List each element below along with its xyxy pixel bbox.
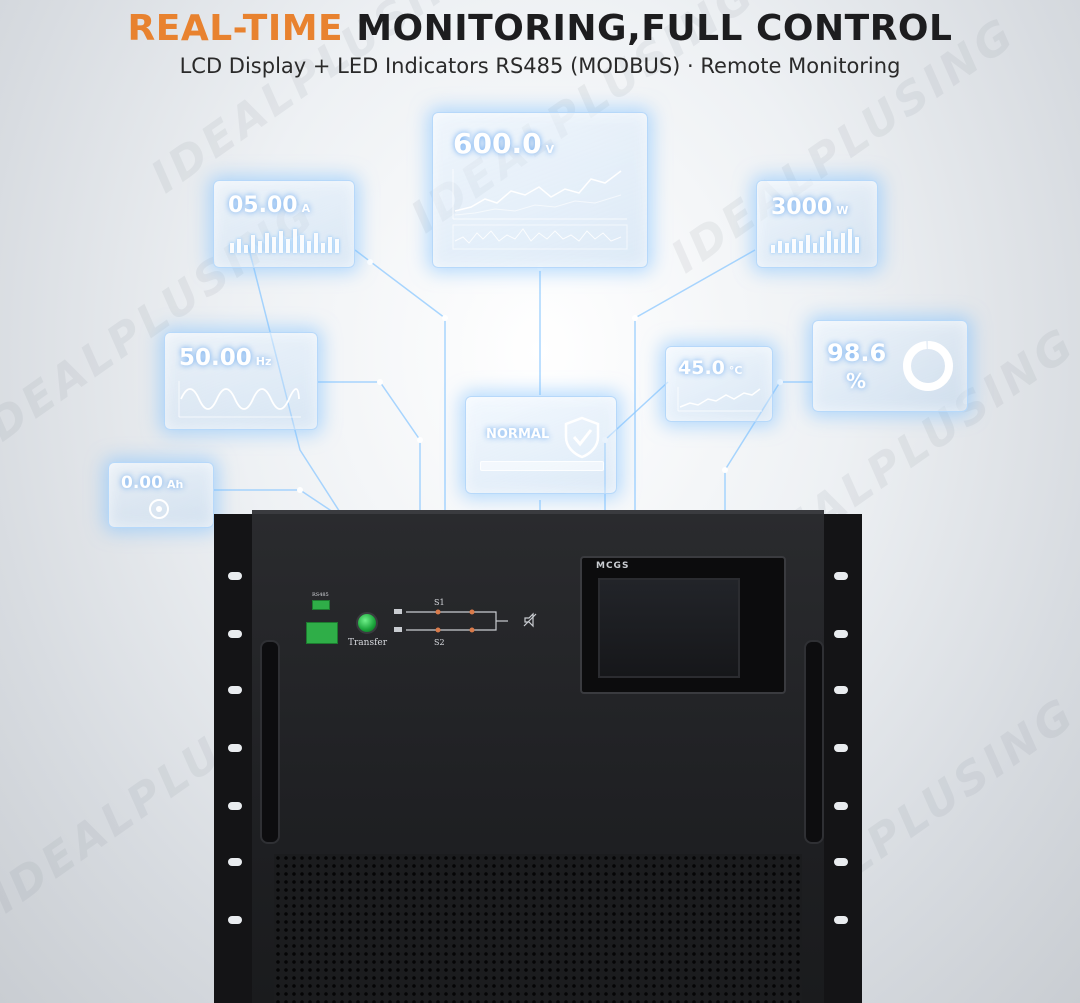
sine-wave-chart [178, 381, 301, 418]
mount-hole [228, 744, 242, 752]
power-unit: W [836, 204, 849, 217]
handle-right[interactable] [804, 640, 824, 844]
source1-label: S1 [434, 598, 445, 607]
hmi-display[interactable] [598, 578, 740, 678]
mount-hole [834, 802, 848, 810]
shield-check-icon [564, 416, 600, 459]
voltage-value: 600.0 [453, 127, 542, 160]
headline-rest: MONITORING,FULL CONTROL [343, 8, 953, 49]
temperature-panel: 45.0°C [665, 346, 773, 422]
voltage-unit: V [545, 143, 555, 156]
current-value: 05.00 [228, 193, 298, 218]
mount-hole [228, 572, 242, 580]
source2-label: S2 [434, 638, 445, 647]
transfer-button[interactable] [356, 612, 378, 634]
mount-hole [228, 630, 242, 638]
capacity-value: 0.00 [121, 473, 163, 493]
status-progress-bar [480, 461, 604, 471]
mute-icon[interactable] [522, 612, 538, 628]
efficiency-unit: % [845, 369, 867, 393]
mount-hole [834, 916, 848, 924]
rack-ear-left [214, 514, 256, 1003]
rs485-terminal[interactable] [312, 600, 330, 610]
hmi-touchscreen[interactable]: MCGS [580, 556, 786, 694]
efficiency-ring-fill [903, 341, 953, 391]
current-bar-graph [230, 227, 339, 253]
power-value: 3000 [771, 195, 833, 220]
mount-hole [834, 630, 848, 638]
frequency-unit: Hz [255, 355, 272, 368]
hmi-brand: MCGS [596, 561, 630, 571]
mount-hole [228, 686, 242, 694]
mount-hole [228, 858, 242, 866]
handle-left[interactable] [260, 640, 280, 844]
cabinet-front-panel: RS485 Transfer S1 S2 [252, 514, 824, 1003]
efficiency-ring-gauge [903, 341, 953, 391]
headline: REAL-TIME MONITORING,FULL CONTROL [0, 8, 1080, 49]
mount-hole [834, 572, 848, 580]
target-icon [149, 499, 169, 519]
status-label: NORMAL [486, 427, 550, 442]
capacity-unit: Ah [166, 478, 184, 491]
terminal-block[interactable] [306, 622, 338, 644]
power-bar-graph [771, 229, 859, 253]
mount-hole [228, 802, 242, 810]
transfer-label: Transfer [348, 638, 388, 648]
mount-hole [228, 916, 242, 924]
headline-accent: REAL-TIME [127, 8, 344, 49]
rack-ear-right [820, 514, 862, 1003]
frequency-value: 50.00 [179, 345, 252, 371]
ventilation-grille [274, 854, 802, 1003]
mount-hole [834, 686, 848, 694]
transfer-switch-diagram [394, 609, 508, 633]
temperature-value: 45.0 [678, 357, 725, 379]
current-unit: A [301, 202, 311, 215]
subheadline: LCD Display + LED Indicators RS485 (MODB… [179, 54, 901, 78]
ups-cabinet: RS485 Transfer S1 S2 [214, 510, 862, 1003]
temperature-unit: °C [728, 364, 743, 377]
efficiency-value: 98.6 [827, 339, 887, 367]
mount-hole [834, 744, 848, 752]
efficiency-panel: 98.6 % [812, 320, 968, 412]
status-panel: NORMAL [465, 396, 617, 494]
mount-hole [834, 858, 848, 866]
temperature-trend-chart [677, 387, 762, 412]
voltage-trend-chart [452, 169, 628, 250]
rs485-label: RS485 [312, 592, 329, 598]
